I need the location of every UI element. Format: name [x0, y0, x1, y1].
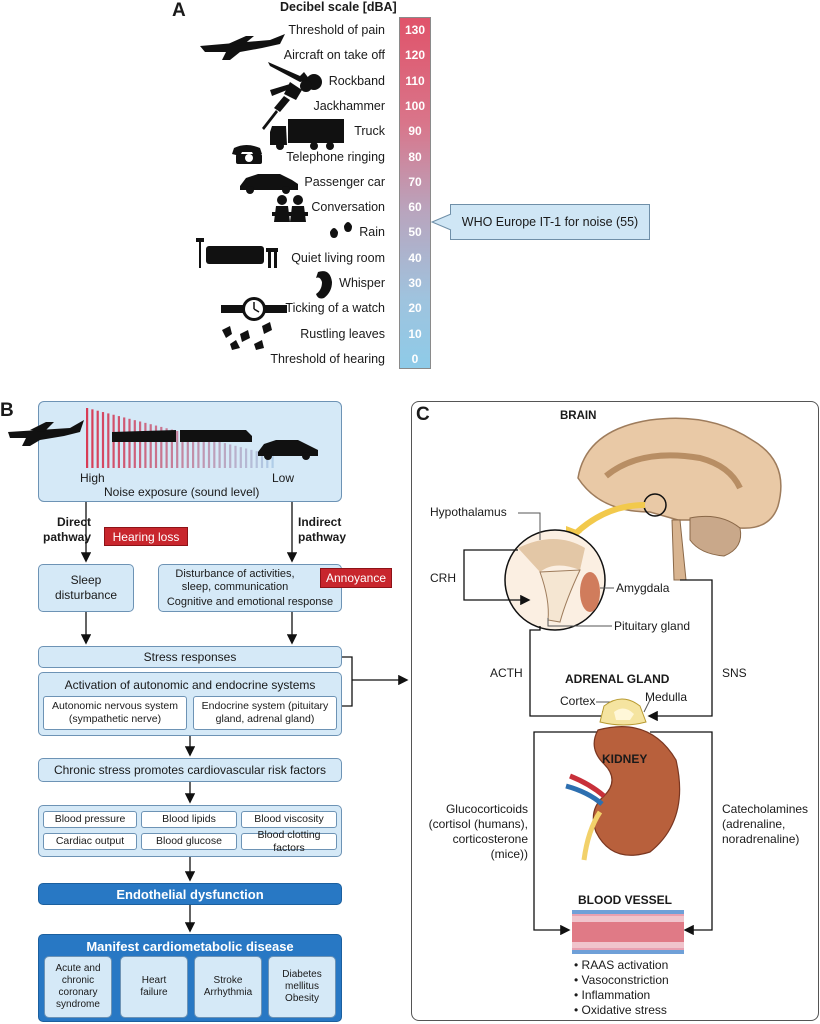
- noise-source-label: Whisper: [339, 276, 385, 290]
- risk-factor-item: Blood viscosity: [241, 811, 337, 828]
- kidney-label: KIDNEY: [602, 752, 648, 766]
- manifest-title: Manifest cardiometabolic disease: [86, 939, 294, 954]
- risk-factor-item: Blood clotting factors: [241, 829, 337, 854]
- scale-value: 10: [408, 326, 422, 341]
- ear-icon: [316, 271, 332, 299]
- indirect-effects-box: Disturbance of activities, sleep, commun…: [158, 564, 342, 612]
- scale-title: Decibel scale [dBA]: [280, 0, 397, 14]
- sns-label: SNS: [722, 666, 747, 680]
- panel-c-letter: C: [416, 404, 430, 425]
- direct-pathway-label: Direct pathway: [43, 515, 92, 544]
- noise-source-label: Aircraft on take off: [283, 48, 385, 63]
- noise-source-label: Threshold of pain: [288, 23, 385, 37]
- effect-item: • Oxidative stress: [574, 1003, 667, 1017]
- scale-value: 70: [408, 174, 422, 189]
- sofa-icon: [196, 238, 278, 268]
- scale-value: 120: [404, 48, 426, 63]
- scale-value: 20: [408, 301, 422, 316]
- brain-label: BRAIN: [560, 410, 597, 422]
- endocrine-box: Endocrine system (pituitary gland, adren…: [193, 696, 337, 730]
- risk-factor-item: Blood glucose: [141, 833, 237, 850]
- exposure-high: High: [80, 471, 105, 485]
- indirect-pathway-label: Indirect pathway: [298, 515, 347, 544]
- noise-source-label: Rockband: [328, 73, 385, 88]
- effect-item: • Vasoconstriction: [574, 973, 669, 987]
- people-icon: [272, 195, 308, 222]
- who-callout: WHO Europe IT-1 for noise (55): [450, 204, 650, 240]
- catecholamines-label: Catecholamines (adrenaline, noradrenalin…: [722, 802, 809, 846]
- risk-factor-item: Blood lipids: [141, 811, 237, 828]
- scale-value: 110: [405, 73, 425, 88]
- disease-item: Acute and chronic coronary syndrome: [44, 956, 112, 1018]
- exposure-caption: Noise exposure (sound level): [104, 485, 260, 499]
- scale-value: 40: [408, 250, 422, 265]
- autonomic-box: Autonomic nervous system (sympathetic ne…: [43, 696, 187, 730]
- effect-item: • Inflammation: [574, 988, 651, 1002]
- scale-value: 80: [408, 149, 422, 164]
- disturbance-text: Disturbance of activities, sleep, commun…: [175, 567, 295, 593]
- glucocorticoids-label: Glucocorticoids (cortisol (humans), cort…: [428, 802, 528, 861]
- risk-factor-item: Cardiac output: [43, 833, 137, 850]
- pituitary-label: Pituitary gland: [614, 619, 691, 633]
- crh-label: CRH: [430, 571, 456, 585]
- stress-responses-box: Stress responses: [38, 646, 342, 668]
- risk-factor-item: Blood pressure: [43, 811, 137, 828]
- decibel-scale-bar: [399, 17, 431, 369]
- leaves-icon: [222, 322, 272, 350]
- noise-source-label: Rain: [359, 225, 385, 240]
- blood-vessel-label: BLOOD VESSEL: [578, 893, 673, 907]
- sleep-disturbance-box: Sleep disturbance: [38, 564, 134, 612]
- scale-value: 50: [408, 225, 422, 240]
- disease-item: Stroke Arrhythmia: [194, 956, 262, 1018]
- scale-value: 30: [408, 276, 422, 290]
- disease-item: Diabetes mellitus Obesity: [268, 956, 336, 1018]
- truck-icon: [270, 119, 344, 150]
- noise-source-label: Ticking of a watch: [285, 301, 385, 316]
- cognitive-text: Cognitive and emotional response: [166, 595, 334, 608]
- car-icon: [240, 174, 298, 194]
- scale-value: 90: [408, 124, 422, 139]
- who-callout-text: WHO Europe IT-1 for noise (55): [461, 215, 639, 229]
- jackhammer-icon: [262, 82, 302, 130]
- panel-a-letter: A: [172, 0, 186, 21]
- noise-source-label: Threshold of hearing: [270, 351, 385, 366]
- exposure-low: Low: [272, 471, 295, 485]
- scale-value: 60: [408, 200, 422, 215]
- guitar-icon: [268, 62, 322, 92]
- annoyance-tag: Annoyance: [320, 568, 392, 588]
- noise-source-label: Quiet living room: [291, 250, 385, 265]
- noise-source-label: Rustling leaves: [300, 326, 385, 341]
- endothelial-dysfunction-box: Endothelial dysfunction: [38, 883, 342, 905]
- adrenal-gland-label: ADRENAL GLAND: [565, 672, 670, 686]
- scale-value: 100: [404, 98, 426, 113]
- scale-value: 130: [404, 23, 426, 37]
- raindrops-icon: [330, 222, 352, 238]
- hypothalamus-label: Hypothalamus: [430, 505, 507, 519]
- chronic-stress-box: Chronic stress promotes cardiovascular r…: [38, 758, 342, 782]
- noise-source-label: Telephone ringing: [286, 149, 385, 164]
- panel-b-letter: B: [0, 400, 14, 421]
- telephone-icon: [232, 145, 262, 164]
- noise-source-label: Jackhammer: [313, 98, 385, 113]
- disease-item: Heart failure: [120, 956, 188, 1018]
- acth-label: ACTH: [490, 666, 523, 680]
- scale-value: 0: [411, 351, 419, 366]
- panel-c-frame: [411, 401, 819, 1021]
- medulla-label: Medulla: [645, 690, 688, 704]
- airplane-icon: [200, 34, 285, 60]
- cortex-label: Cortex: [560, 694, 596, 708]
- amygdala-label: Amygdala: [616, 581, 670, 595]
- noise-source-label: Truck: [354, 124, 385, 139]
- watch-icon: [221, 297, 287, 321]
- noise-source-label: Conversation: [311, 200, 385, 215]
- effect-item: • RAAS activation: [574, 958, 669, 972]
- hearing-loss-tag: Hearing loss: [104, 527, 188, 546]
- noise-source-label: Passenger car: [304, 174, 385, 189]
- activation-text: Activation of autonomic and endocrine sy…: [64, 678, 316, 692]
